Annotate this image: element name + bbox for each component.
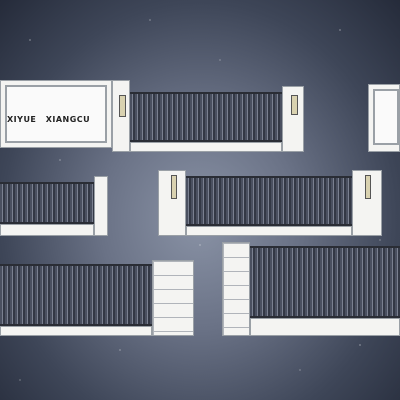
- sign-pillar: [112, 80, 130, 152]
- fence-railing-6: [250, 246, 400, 318]
- fence-pillar-6: [222, 242, 250, 336]
- sign-frame: XIYUE XIANGCU: [5, 85, 107, 143]
- fence-base-5: [0, 326, 152, 336]
- fence-base-4: [186, 226, 352, 236]
- sign-word-1: XIYUE: [7, 115, 37, 124]
- plaque-icon: [365, 175, 371, 199]
- fence-pillar-2: [368, 84, 400, 152]
- entrance-sign-wall: XIYUE XIANGCU: [0, 80, 112, 148]
- fence-pillar-4a: [158, 170, 186, 236]
- fence-base-3: [0, 224, 94, 236]
- fence-pillar-1: [282, 86, 304, 152]
- fence-pillar-3: [94, 176, 108, 236]
- pillar-frame: [373, 89, 399, 145]
- fence-railing-5: [0, 264, 152, 326]
- sign-word-2: XIANGCU: [45, 115, 91, 124]
- fence-base-6: [250, 318, 400, 336]
- plaque-icon: [119, 95, 126, 117]
- fence-base-1: [130, 142, 282, 152]
- plaque-icon: [291, 95, 298, 115]
- fence-railing-4: [186, 176, 352, 226]
- fence-railing-1: [130, 92, 282, 142]
- sign-text: XIYUE XIANGCU: [7, 115, 96, 124]
- fence-pillar-4b: [352, 170, 382, 236]
- fence-pillar-5: [152, 260, 194, 336]
- plaque-icon: [171, 175, 177, 199]
- fence-railing-3: [0, 182, 94, 224]
